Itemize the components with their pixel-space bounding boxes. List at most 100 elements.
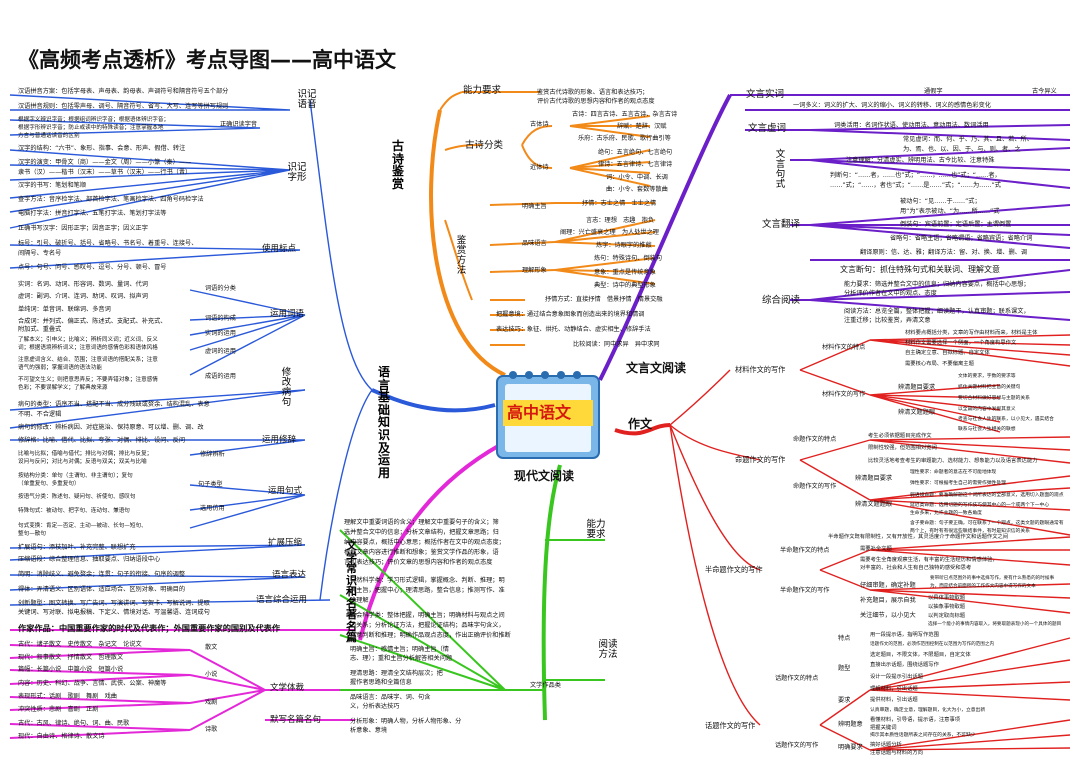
zuopin-leaf: 明确主旨：感情主旨；明确主旨（情 [350, 646, 449, 653]
cailiao-leaf: 联系与社会人生相关的联想 [958, 427, 1016, 432]
huati-qingkuang: 明确要求 [838, 744, 863, 751]
wenyan-jushi-leaf: 省略句：省略主语；省略谓语；省略宾语；省略介词 [890, 235, 1033, 242]
lijie-leaf: 意象：重点是传统意象 [594, 269, 656, 276]
zuowen-label: 作文 [628, 417, 653, 431]
jushi-xuanyong: 选用仿用 [200, 505, 225, 512]
huati-tedian: 话题作文的特点 [775, 675, 819, 682]
wenyan-xuci-leaf: 为、焉、也、以、因、于、与、则、者、之 [903, 146, 1021, 153]
zhengque-leaf: 根据字义辨识字音；根据组词辨识字音；根据语体辨识字音； [18, 117, 170, 123]
wenyan-zonghe-leaf: 能力要求：筛选并整合文中的信息；归纳内容要点，概括中心思想； [844, 281, 1030, 288]
wenyan-xuci-leaf: 常见虚词：而、何、乎、乃、其、且、若、所、 [903, 136, 1033, 143]
huati-timu: 题型 [838, 665, 851, 672]
wenxue-zuojia: 作家作品：中国重要作家的时代及代表作；外国重要作家的国别及代表作 [18, 623, 281, 633]
ciyu-label: 运用词语 [270, 309, 305, 319]
biaodian-label: 使用标点 [262, 244, 297, 254]
banmingti-leaf: 为，而是结合前面所的工作作文内容中得写作的文本 [930, 584, 1036, 589]
wenyan-shici-leaf: 一词多义：词义的扩大、词义的缩小、词义的转移、词义的感情色彩变化 [793, 102, 991, 109]
jinti-leaf: 绝句：五言绝句、七言绝句 [598, 149, 673, 156]
bingju-leaf: 病句的修改：辨析病因、对症施治、保持原意、可以增、删、调、改 [18, 424, 204, 431]
ticai-xiaoshuo: 小说 [205, 671, 218, 678]
jushi-leaf: 整句—散句 [18, 531, 46, 537]
gushi-nengli-2: 评价古代诗歌的思想内容和作者的观点态度 [537, 98, 655, 105]
zuopin-leaf: 分析形象：明确人物，分析人物形象、分 [350, 718, 462, 725]
zonghe-leaf: 关键词、写对联、拟电报稿、下定义、情境对话、写温馨语、连词成句 [18, 609, 210, 616]
mingti-leaf: 比较灵活地考查考生的审题能力、选材能力、想象能力以及语言表达能力 [868, 458, 1038, 464]
wenyan-jushi-label: 文言句式 [775, 149, 786, 190]
banmingti-leaf: 要带听已点范围外的事中选择写作，要有什么熟悉的的时候事 [930, 576, 1055, 581]
biaodian-leaf: 间隔号、专名号 [18, 250, 62, 257]
ciyu-leaf: 虚词：副词、介词、连词、助词、叹词、拟声词 [18, 293, 148, 300]
huati-leaf: 理解材料，引出话题 [870, 686, 918, 692]
cailiao-leaf: 考查与社会人生的联系，以小见大，遇实结合 [958, 417, 1054, 422]
ticai-leaf: 现代：自由诗、格律诗、散文诗 [18, 733, 105, 740]
jushi-leaf: 按语气分类：陈述句、疑问句、祈使句、感叹句 [18, 494, 136, 500]
mingti-leaf: 理性要求：命题者的意志在不可能地体现 [910, 470, 997, 475]
kuozhan-leaf: 压缩语段：综合整理信息、抽取要点、归纳语段中心 [18, 556, 161, 563]
zixing-leaf: 查字方法：音序检字法、部首检字法、笔画检字法、四角号码检字法 [18, 196, 204, 203]
xiuci-bianxi: 修辞辨析 [200, 451, 225, 458]
cailiao-leaf: 文体的要求，字数的要求等 [958, 374, 1016, 379]
ciyu-shici: 实词的运用 [205, 330, 236, 337]
shehui-leaf: 注意判断和推理；明确作品观点态度，作出正确评价和推断 [350, 632, 511, 639]
zixing-leaf: 汉字的书写：笔划和笔顺 [18, 182, 87, 189]
ciyu-fenlei: 词语的分类 [205, 285, 236, 292]
ticai-leaf: 现代：叙事散文 抒情散文 哲理散文 [18, 654, 124, 661]
huati-leaf: 搞好话题分析 [870, 742, 902, 748]
zixing-leaf: 汉字的演变：甲骨文（商）——金文（周）——小篆（秦）—— [18, 159, 192, 166]
jinti-leaf: 曲：小令、套数等散曲 [606, 186, 668, 193]
zixing-leaf: 隶书（汉）——楷书（汉末）——草书（汉末）——行书（晋） [18, 169, 192, 176]
shuqing: 抒情方式：直接抒情 借景抒情 情景交融 [545, 296, 663, 303]
jushi-label: 运用句式 [268, 486, 303, 496]
ciyu-chengyu: 成语的运用 [205, 373, 236, 380]
cailiao-tedian: 材料作文的特点 [822, 344, 866, 351]
shiji-leaf: 汉语拼音方案：包括字母表、声母表、韵母表、声调符号和隔音符号五个部分 [18, 88, 229, 95]
jushi-leaf: 句式变换：肯定—否定、主动—被动、长句—短句、 [18, 523, 147, 529]
huati-leaf: 提供材料，引出话题 [870, 697, 918, 703]
ciyu-leaf: 实词：名词、动词、形容词、数词、量词、代词 [18, 281, 148, 288]
cailiao-leaf: 自主确定立意、自拟标题、自定文体 [905, 350, 990, 356]
wenyan-shici-label: 文言实词 [746, 89, 785, 100]
bingju-leaf: 病句的类型：语序不当、搭配不当、成分残缺或赘余、结构混乱、表意 [18, 401, 210, 408]
huati-leaf: 揭示其本质性话题所表之间存在的关系，不可缺少 [870, 733, 976, 738]
jinti-leaf: 律诗：五言律诗、七言律诗 [598, 161, 673, 168]
kuozhan-leaf: 扩展语句：添枝加叶、补充完整、联想扩充 [18, 544, 136, 551]
gushi-fenlei-label: 古诗分类 [465, 140, 504, 151]
zuopin-leaf: 志、理）；重和主旨分析解答相关问题 [350, 655, 453, 662]
gushi-label: 古诗鉴赏 [391, 139, 404, 191]
wenyan-label: 文言文阅读 [626, 361, 687, 375]
pinwei-leaf: 言志：理想 志趣 抱负 [586, 217, 655, 224]
zhengque-leaf: 方言与普通话读音的区别 [18, 133, 80, 139]
zuopin-leaf: 析意象、意境 [350, 727, 388, 734]
huati-tedian-sub: 特点 [838, 635, 851, 642]
pinwei-leaf: 阐理：兴亡盛衰之理 为人处世之理 [560, 229, 659, 236]
gushi-nengli-1: 鉴赏古代诗歌的形象、语言和表达技巧； [537, 89, 649, 96]
lijie-label: 理解形象 [522, 267, 547, 274]
wenyan-jushi-leaf: 判断句：“……者，……也”式；“……，……也”式；“……者， [830, 172, 1001, 179]
gushi-nengli-label: 能力要求 [463, 85, 502, 96]
biaodian-leaf: 标号：引号、破折号、括号、省略号、书名号、着重号、连接号、 [18, 240, 198, 247]
huati-leaf: 选定题目，不限文体，不限题目，自定文体 [870, 652, 971, 658]
wenyan-jushi-leaf: 倒装句：宾语前置；定语后置；主谓倒置 [900, 221, 1012, 228]
guti-leaf: 乐府：古乐府、民歌、歌行曲引等 [578, 135, 671, 142]
moxie-label: 默写名篇名句 [270, 715, 322, 725]
huati-leaf: 话题作文的范围，必须作范围控制在以范围为写作的范围之内 [870, 642, 995, 647]
shiji-leaf: 汉语拼音规则：包括零声母、调号、隔音符号、省写、大写、连写等拼写规则 [18, 103, 229, 110]
mingti-leaf: 延迟类命题：选用切题的写作技巧使其中心的一个或两个下一中心 [910, 503, 1050, 508]
xiandai-nengli-leaf: 言和表达技巧；评价文章的思想内容和作者的观点态度 [344, 559, 493, 566]
huati-leaf: 看懂材料，引导语，提示语，注意事项 [870, 717, 961, 723]
ciyu-leaf: 合成词：并列式、偏正式、陈述式、支配式、补充式、 [18, 318, 167, 325]
mingti-bianqing: 辨清题目要求 [855, 475, 893, 482]
xiandai-nengli-leaf: 纳内容要点，概括中心意思；概括作者在文中的观点态度； [344, 539, 505, 546]
zixing-leaf: 电脑打字法：拼音打字法、五笔打字法、笔划打字法等 [18, 210, 167, 217]
wenyan-shici-leaf: 通假字 [924, 88, 943, 95]
banmingti-tedian: 半命题作文的特点 [780, 547, 830, 554]
kuozhan-label: 扩展压缩 [268, 538, 303, 548]
xiuci-leaf: 修辞格：比喻、借代、比拟、夸张、对偶、排比、设问、反问 [18, 437, 186, 444]
huati-leaf: 直接出示话题，围绕话题写作 [870, 662, 939, 668]
shiji-label: 识记语音 [297, 89, 317, 110]
zuopin-leaf: 品味语言：品味字、词、句含 [350, 694, 431, 701]
bijiao: 比较阅读：同中求异 异中求同 [573, 341, 660, 348]
cailiao-bianqing: 辨清题目要求 [898, 384, 936, 391]
wenyan-zonghe-leaf: 文言断句：抓住特殊句式和关联词、理解文意 [840, 265, 1000, 274]
ticai-xiju: 戏剧 [205, 699, 218, 706]
